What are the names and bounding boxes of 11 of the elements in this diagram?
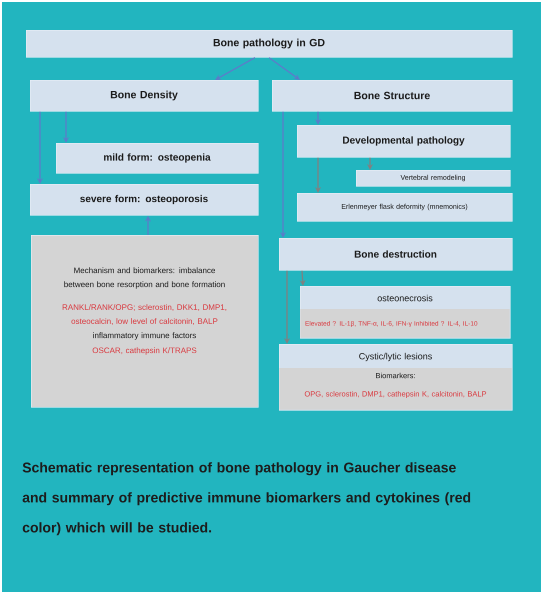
process-box: Developmental pathology bbox=[297, 125, 511, 158]
process-box: Bone destruction bbox=[279, 238, 513, 271]
title-box: Bone pathology in GD bbox=[26, 30, 513, 58]
category-box: Bone Structure bbox=[272, 80, 513, 112]
process-box: severe form: osteoporosis bbox=[30, 184, 259, 216]
arrow bbox=[215, 57, 256, 80]
arrow bbox=[268, 57, 300, 80]
info-box: Mechanism and biomarkers: imbalance between bone resorption and bone formation RANKL/RANK/OPG; sclerostin, DKK1, DMP1, osteocalcin, low level of calcitonin, BALP inflammatory immune factors OSCAR, cathepsin K/TRAPS bbox=[31, 235, 259, 408]
process-box: mild form: osteopenia bbox=[56, 143, 259, 174]
category-box: Bone Density bbox=[30, 80, 259, 112]
caption: Schematic representation of bone pathology in Gaucher disease and summary of predictive immune biomarkers and cytokines (red color) which will be studied. bbox=[22, 462, 470, 536]
